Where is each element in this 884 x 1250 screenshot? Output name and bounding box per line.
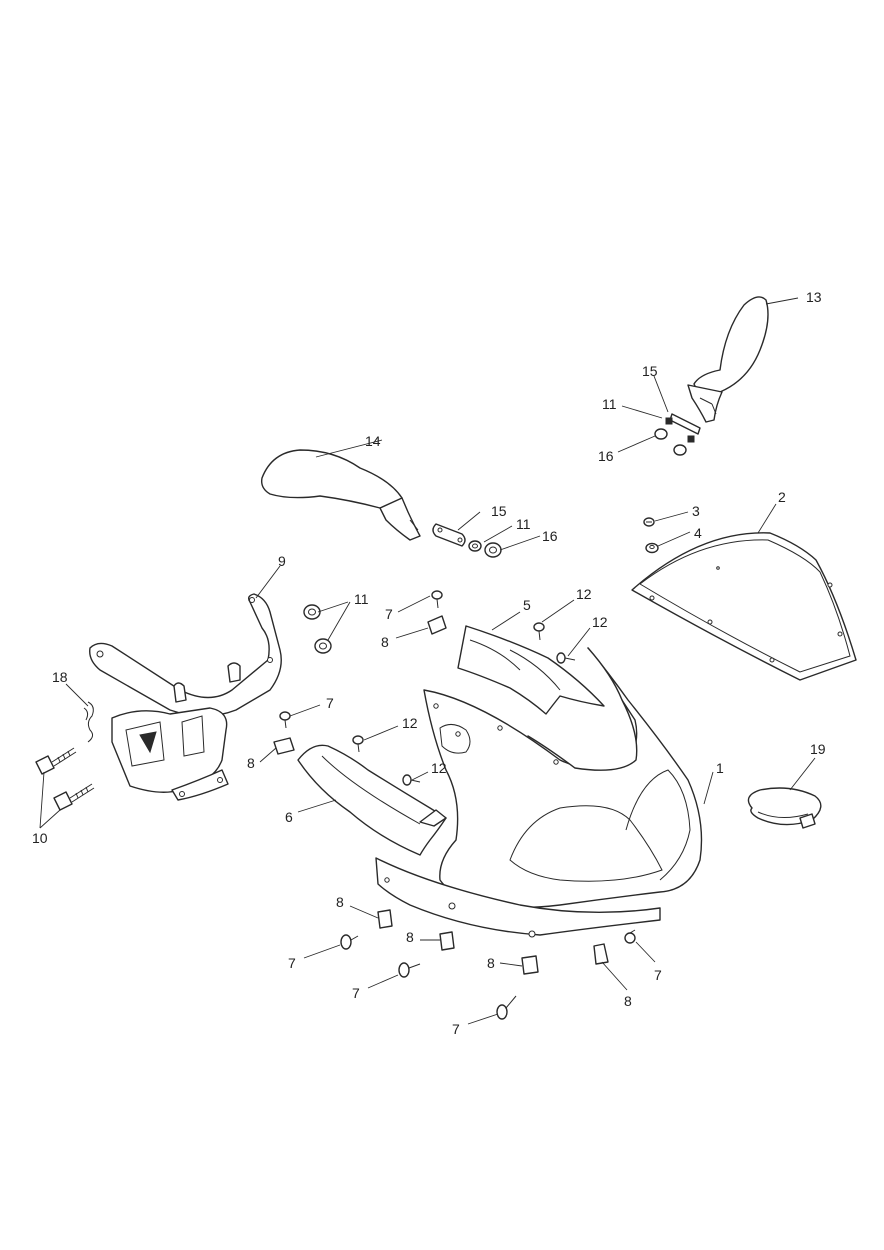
- callout-4: 4: [694, 525, 702, 541]
- callout-1: 1: [716, 760, 724, 776]
- callout-8d: 8: [406, 929, 414, 945]
- callout-7d: 7: [352, 985, 360, 1001]
- part-11-nut-right: [665, 417, 695, 443]
- callout-8b: 8: [247, 755, 255, 771]
- callout-16b: 16: [598, 448, 614, 464]
- part-2-windscreen: [631, 532, 857, 681]
- callout-12d: 12: [431, 760, 447, 776]
- callout-15b: 15: [642, 363, 658, 379]
- callout-8e: 8: [487, 955, 495, 971]
- callout-12b: 12: [592, 614, 608, 630]
- part-7-screws: [279, 590, 636, 1020]
- callout-11c: 11: [602, 396, 617, 412]
- part-3-screw: [643, 517, 655, 527]
- part-1-fairing: [375, 647, 703, 938]
- callout-8f: 8: [624, 993, 632, 1009]
- callout-5: 5: [523, 597, 531, 613]
- callout-7f: 7: [654, 967, 662, 983]
- callout-10: 10: [32, 830, 48, 846]
- callout-19: 19: [810, 741, 826, 757]
- leader-lines: [39, 297, 816, 1025]
- callout-18: 18: [52, 669, 68, 685]
- part-13-mirror-right: [687, 296, 769, 423]
- callout-7b: 7: [326, 695, 334, 711]
- callout-9: 9: [278, 553, 286, 569]
- part-19-cable-tie: [747, 787, 822, 829]
- part-4-washer: [645, 542, 659, 554]
- part-8-clips: [273, 615, 609, 975]
- part-15-plate-right: [669, 413, 701, 435]
- part-11-nut-left: [468, 540, 482, 552]
- part-10-bolt-lower: [53, 783, 95, 811]
- part-16-cover-right: [654, 428, 687, 456]
- callout-12c: 12: [402, 715, 418, 731]
- callout-3: 3: [692, 503, 700, 519]
- callout-2: 2: [778, 489, 786, 505]
- callout-7a: 7: [385, 606, 393, 622]
- callout-16a: 16: [542, 528, 558, 544]
- callout-11a: 11: [354, 591, 369, 607]
- part-9-subframe: [89, 593, 282, 801]
- part-15-plate-left: [432, 523, 466, 547]
- part-10-bolt-upper: [35, 747, 77, 775]
- callout-8a: 8: [381, 634, 389, 650]
- callout-14: 14: [365, 433, 381, 449]
- callout-11b: 11: [516, 516, 531, 532]
- callout-labels: 1 2 3 4 5 6 7 7 7 7 7 7 8 8 8 8 8 8 9 10…: [32, 289, 826, 1037]
- callout-6: 6: [285, 809, 293, 825]
- callout-7c: 7: [288, 955, 296, 971]
- callout-12a: 12: [576, 586, 592, 602]
- callout-7e: 7: [452, 1021, 460, 1037]
- callout-13: 13: [806, 289, 822, 305]
- callout-8c: 8: [336, 894, 344, 910]
- callout-15a: 15: [491, 503, 507, 519]
- part-14-mirror-left: [260, 449, 421, 541]
- part-16-cover-left: [484, 542, 502, 558]
- part-6-side-panel: [297, 744, 447, 856]
- part-18-clip: [83, 701, 94, 743]
- part-5-inner-panel: [457, 625, 605, 715]
- part-11-nuts-frame: [303, 604, 332, 654]
- part-12-screws: [352, 622, 576, 786]
